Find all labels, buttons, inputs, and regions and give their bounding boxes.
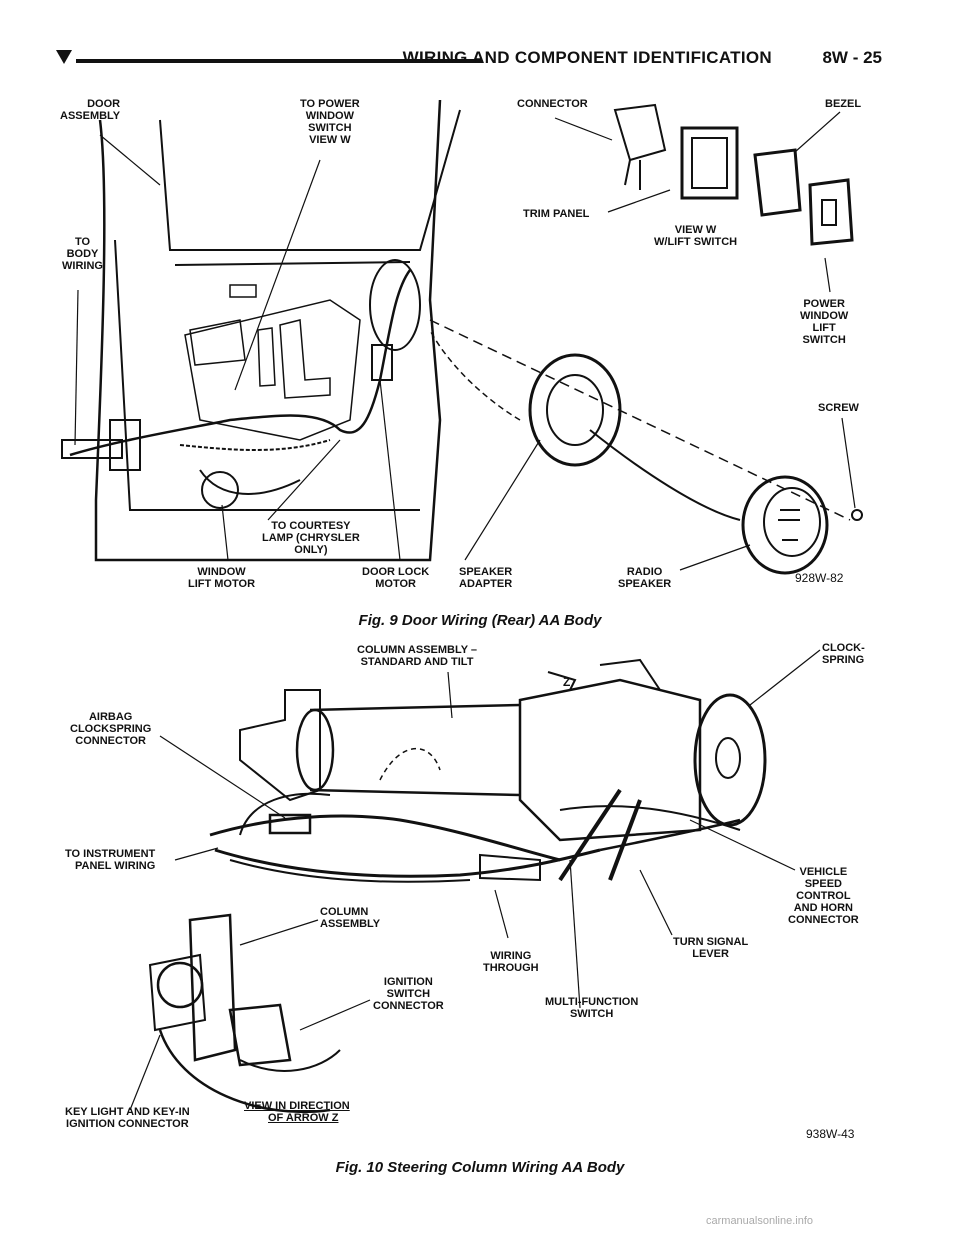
label-power-window-lift-switch: POWER WINDOW LIFT SWITCH bbox=[800, 298, 849, 346]
label-screw: SCREW bbox=[818, 402, 859, 414]
label-connector: CONNECTOR bbox=[517, 98, 588, 110]
label-vehicle-speed-control-horn-connector: VEHICLE SPEED CONTROL AND HORN CONNECTOR bbox=[788, 866, 859, 926]
page-header: WIRING AND COMPONENT IDENTIFICATION 8W -… bbox=[56, 44, 882, 74]
label-trim-panel: TRIM PANEL bbox=[523, 208, 590, 220]
watermark-footer: carmanualsonline.info bbox=[706, 1215, 814, 1227]
page-number: 8W - 25 bbox=[822, 48, 882, 67]
label-to-courtesy-lamp: TO COURTESY LAMP (CHRYSLER ONLY) bbox=[262, 520, 360, 556]
label-arrow-z: Z bbox=[563, 675, 571, 689]
label-clockspring: CLOCK- SPRING bbox=[822, 642, 865, 666]
label-to-power-window-switch: TO POWER WINDOW SWITCH VIEW W bbox=[300, 98, 360, 146]
label-door-lock-motor: DOOR LOCK MOTOR bbox=[362, 566, 430, 590]
label-turn-signal-lever: TURN SIGNAL LEVER bbox=[673, 936, 749, 960]
label-ignition-switch-connector: IGNITION SWITCH CONNECTOR bbox=[373, 976, 444, 1012]
label-column-assembly: COLUMN ASSEMBLY bbox=[320, 906, 381, 930]
triangle-marker-icon bbox=[56, 50, 72, 64]
header-rule bbox=[76, 59, 482, 63]
label-view-w-lift-switch: VIEW W W/LIFT SWITCH bbox=[654, 224, 738, 248]
label-speaker-adapter: SPEAKER ADAPTER bbox=[459, 566, 513, 590]
label-view-in-direction: VIEW IN DIRECTION bbox=[244, 1100, 350, 1112]
label-airbag-clockspring-connector: AIRBAG CLOCKSPRING CONNECTOR bbox=[70, 711, 152, 747]
section-title: WIRING AND COMPONENT IDENTIFICATION bbox=[402, 48, 772, 67]
label-radio-speaker: RADIO SPEAKER bbox=[618, 566, 672, 590]
label-to-body-wiring: TO BODY WIRING bbox=[62, 236, 103, 272]
fig10-caption: Fig. 10 Steering Column Wiring AA Body bbox=[335, 1159, 625, 1176]
figure-code-9: 928W-82 bbox=[795, 571, 844, 585]
figure-code-10: 938W-43 bbox=[806, 1127, 855, 1141]
label-window-lift-motor: WINDOW LIFT MOTOR bbox=[188, 566, 256, 590]
label-bezel: BEZEL bbox=[825, 98, 862, 110]
label-multi-function-switch: MULTI-FUNCTION SWITCH bbox=[545, 996, 639, 1020]
label-column-assembly-standard-and-tilt: COLUMN ASSEMBLY – STANDARD AND TILT bbox=[357, 644, 478, 668]
label-wiring-through: WIRING THROUGH bbox=[483, 950, 539, 974]
label-key-light-ignition-connector: KEY LIGHT AND KEY-IN IGNITION CONNECTOR bbox=[65, 1106, 190, 1130]
label-to-instrument-panel-wiring: TO INSTRUMENT PANEL WIRING bbox=[65, 848, 156, 872]
label-door-assembly: DOOR ASSEMBLY bbox=[60, 98, 121, 122]
fig9-caption: Fig. 9 Door Wiring (Rear) AA Body bbox=[358, 612, 602, 629]
label-of-arrow-z: OF ARROW Z bbox=[268, 1112, 339, 1124]
